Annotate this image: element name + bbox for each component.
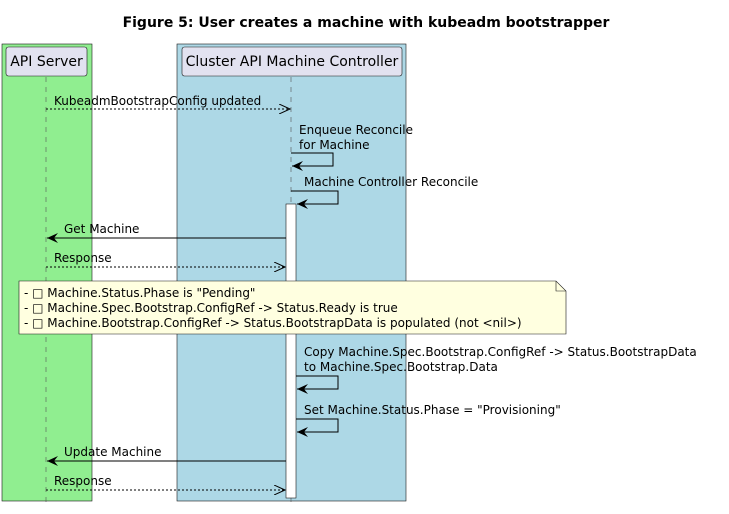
- message-label: Response: [54, 251, 112, 265]
- message-response-1: Response: [46, 251, 285, 267]
- message-label: Update Machine: [64, 445, 162, 459]
- self-message-arrow: [291, 190, 339, 209]
- note-line-2: - □ Machine.Spec.Bootstrap.ConfigRef -> …: [24, 301, 398, 315]
- api-server-participant: API Server: [5, 46, 88, 77]
- self-message-arrow: [296, 418, 339, 437]
- message-label: KubeadmBootstrapConfig updated: [54, 94, 261, 108]
- message-label-line-1: Enqueue Reconcile: [299, 123, 413, 137]
- message-kubeadm-config-updated: KubeadmBootstrapConfig updated: [46, 94, 290, 109]
- controller-participant: Cluster API Machine Controller: [181, 46, 403, 77]
- message-label-line-2: to Machine.Spec.Bootstrap.Data: [304, 360, 498, 374]
- controller-activation-bar: [285, 203, 297, 499]
- precondition-note: - □ Machine.Status.Phase is "Pending" - …: [18, 280, 567, 335]
- message-enqueue-reconcile: Enqueue Reconcile for Machine: [291, 123, 413, 171]
- message-update-machine: Update Machine: [47, 445, 286, 466]
- message-set-phase-provisioning: Set Machine.Status.Phase = "Provisioning…: [296, 403, 561, 437]
- message-copy-bootstrap-data: Copy Machine.Spec.Bootstrap.ConfigRef ->…: [296, 345, 697, 394]
- message-label-line-2: for Machine: [299, 138, 370, 152]
- api-server-label: API Server: [10, 54, 83, 70]
- message-label: Machine Controller Reconcile: [304, 175, 478, 189]
- note-line-1: - □ Machine.Status.Phase is "Pending": [24, 286, 255, 300]
- message-controller-reconcile: Machine Controller Reconcile: [291, 175, 478, 209]
- message-label: Response: [54, 474, 112, 488]
- message-response-2: Response: [46, 474, 285, 490]
- message-get-machine: Get Machine: [47, 222, 286, 243]
- diagram-title: Figure 5: User creates a machine with ku…: [123, 15, 610, 31]
- self-message-arrow: [291, 152, 334, 171]
- message-label: Set Machine.Status.Phase = "Provisioning…: [304, 403, 561, 417]
- controller-label: Cluster API Machine Controller: [186, 54, 399, 70]
- message-label-line-1: Copy Machine.Spec.Bootstrap.ConfigRef ->…: [304, 345, 697, 359]
- message-label: Get Machine: [64, 222, 139, 236]
- self-message-arrow: [296, 375, 339, 394]
- note-line-3: - □ Machine.Bootstrap.ConfigRef -> Statu…: [24, 316, 522, 330]
- api-server-lane: [1, 43, 93, 502]
